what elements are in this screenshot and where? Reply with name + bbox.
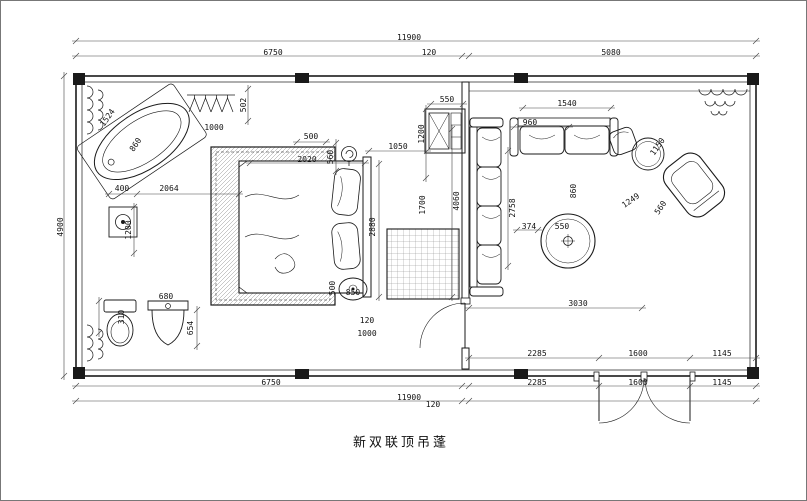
clothes-hangers <box>187 94 235 113</box>
bidet-sink <box>147 300 189 346</box>
wall-columns <box>73 73 759 379</box>
lounge-chair <box>662 152 726 218</box>
side-table <box>338 277 368 301</box>
curtain-scallops <box>86 85 748 362</box>
partition-wall <box>461 81 750 370</box>
dimension-lines <box>60 37 760 405</box>
bathtub <box>77 83 207 200</box>
drawing-title: 新双联顶吊蓬 <box>352 435 450 451</box>
outer-walls <box>75 75 757 377</box>
tv-cabinet <box>424 108 466 154</box>
corner-chair <box>608 126 665 171</box>
partition-door <box>419 297 471 349</box>
round-table <box>540 213 596 269</box>
bed <box>238 156 372 298</box>
toilet <box>103 299 137 347</box>
nightstand <box>108 206 138 238</box>
sofa-long <box>469 117 504 297</box>
shower-floor <box>386 228 460 300</box>
sofa-top <box>509 117 619 157</box>
floor-lamp <box>341 146 357 166</box>
double-entry-door <box>593 371 696 424</box>
